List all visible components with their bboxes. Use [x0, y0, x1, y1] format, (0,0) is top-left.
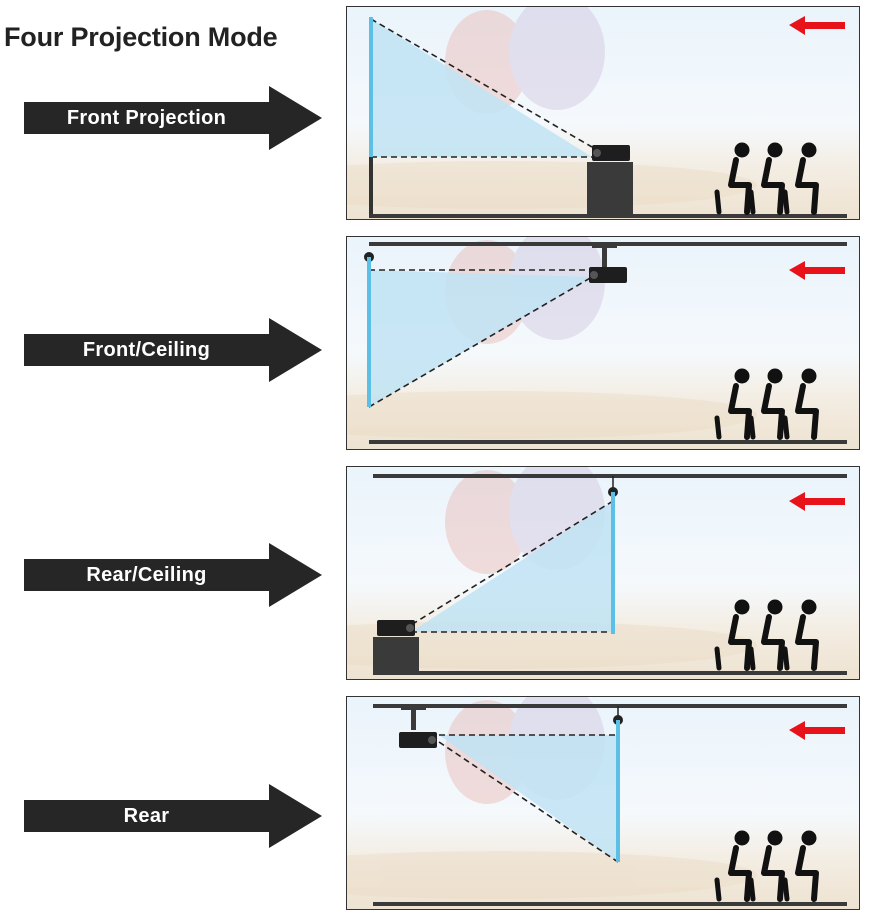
panel-rear-ceiling [346, 466, 860, 680]
projector-icon [377, 620, 415, 636]
projection-screen [611, 492, 615, 634]
seated-person-icon [748, 142, 785, 215]
diagram-rear [347, 697, 847, 906]
big-right-arrow-icon [24, 784, 322, 848]
beam-bottom-edge [438, 741, 619, 863]
mode-label-front-projection: Front Projection [66, 106, 227, 129]
seated-person-icon [714, 599, 752, 671]
beam-top-edge [370, 18, 593, 148]
seated-person-icon [782, 599, 819, 671]
seated-person-icon [748, 599, 785, 671]
mode-arrow-front-ceiling: Front/Ceiling [24, 318, 322, 382]
red-left-arrow-icon [789, 16, 845, 35]
ceiling-mount-pole [411, 709, 416, 730]
seated-person-icon [782, 830, 819, 902]
light-beam [411, 501, 613, 632]
diagram-rear-ceiling [347, 467, 847, 675]
mode-arrow-front-projection: Front Projection [24, 86, 322, 150]
mode-arrow-rear: Rear [24, 784, 322, 848]
audience-seated-people [714, 142, 819, 215]
projector-table [587, 162, 633, 216]
seated-person-icon [714, 830, 752, 902]
projection-screen [369, 17, 373, 217]
seated-person-icon [714, 142, 752, 215]
projector-table [373, 637, 419, 673]
light-beam [369, 270, 592, 407]
light-beam [371, 19, 592, 157]
mode-label-rear-ceiling: Rear/Ceiling [86, 563, 207, 586]
projection-screen [367, 257, 371, 407]
audience-seated-people [714, 368, 819, 440]
big-right-arrow-icon [24, 543, 322, 607]
projector-icon [399, 732, 437, 748]
red-left-arrow-icon [789, 721, 845, 740]
page-title: Four Projection Mode [4, 22, 278, 52]
panel-rear [346, 696, 860, 910]
audience-seated-people [714, 830, 819, 902]
seated-person-icon [782, 368, 819, 440]
mode-label-front-ceiling: Front/Ceiling [82, 338, 211, 361]
big-right-arrow-icon [24, 86, 322, 150]
diagram-front-ceiling [347, 237, 847, 444]
panel-front-projection [346, 6, 860, 220]
big-right-arrow-icon [24, 318, 322, 382]
background-balloons [347, 7, 757, 209]
red-left-arrow-icon [789, 261, 845, 280]
beam-bottom-edge [368, 276, 593, 408]
projector-icon [589, 267, 627, 283]
ceiling-mount-pole [602, 247, 607, 267]
seated-person-icon [714, 368, 752, 440]
seated-person-icon [748, 830, 785, 902]
projector-icon [592, 145, 630, 161]
audience-seated-people [714, 599, 819, 671]
seated-person-icon [748, 368, 785, 440]
light-beam [439, 735, 618, 862]
projection-screen [616, 720, 620, 862]
seated-person-icon [782, 142, 819, 215]
mode-arrow-rear-ceiling: Rear/Ceiling [24, 543, 322, 607]
mode-label-rear: Rear [123, 804, 170, 827]
red-left-arrow-icon [789, 492, 845, 511]
ceiling-mount [401, 706, 426, 710]
background-balloons [347, 467, 757, 669]
panel-front-ceiling [346, 236, 860, 450]
ceiling-mount [592, 244, 617, 248]
diagram-front-projection [347, 7, 847, 218]
screen-stand [369, 157, 373, 217]
